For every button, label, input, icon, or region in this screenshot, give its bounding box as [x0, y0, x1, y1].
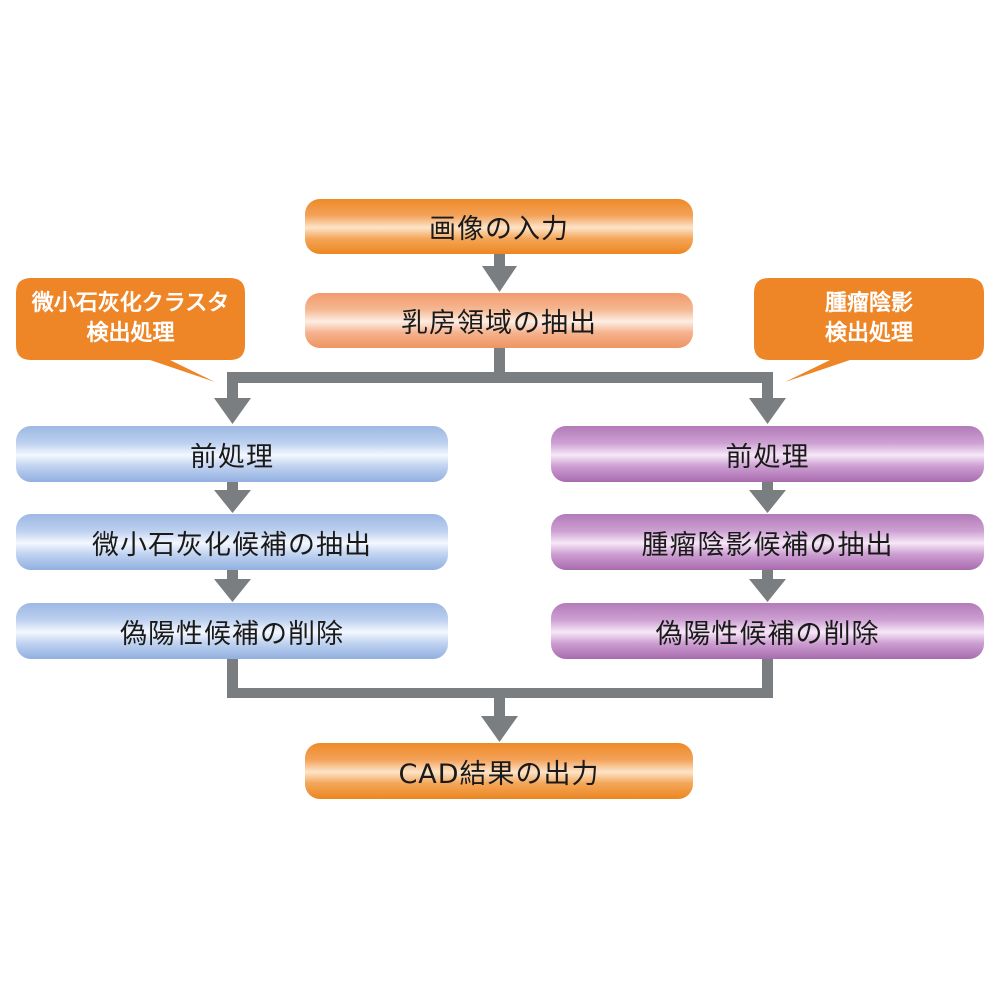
- left-step-candidate-extraction-label: 微小石灰化候補の抽出: [92, 529, 372, 561]
- step-image-input: 画像の入力: [305, 199, 693, 254]
- callout-right-shape: [754, 278, 984, 382]
- right-step-preprocessing-label: 前処理: [725, 441, 810, 473]
- callout-left-shape: [16, 278, 245, 382]
- callout-left: 微小石灰化クラスタ 検出処理: [16, 280, 245, 358]
- arrow-head-left-2: [214, 579, 251, 602]
- step-cad-output: CAD結果の出力: [305, 743, 693, 799]
- callout-right: 腫瘤陰影 検出処理: [754, 280, 984, 358]
- arrow-head-output: [481, 716, 518, 742]
- arrow-head-left-branch: [214, 398, 251, 424]
- left-step-preprocessing: 前処理: [16, 426, 448, 482]
- left-step-candidate-extraction: 微小石灰化候補の抽出: [16, 514, 448, 570]
- callout-right-line-1: 腫瘤陰影: [824, 291, 913, 316]
- step-cad-output-label: CAD結果の出力: [398, 758, 600, 790]
- right-step-false-positive-removal: 偽陽性候補の削除: [551, 603, 984, 659]
- connector-merge-left: [227, 659, 238, 698]
- arrow-head-input: [482, 266, 517, 292]
- connector-merge-bar: [227, 688, 773, 698]
- step-breast-region-extraction-label: 乳房領域の抽出: [401, 308, 597, 339]
- arrow-head-right-1: [749, 490, 786, 513]
- callout-right-line-2: 検出処理: [824, 321, 913, 346]
- callout-left-line-2: 検出処理: [86, 321, 175, 346]
- connector-right-1-stem: [762, 482, 773, 492]
- connector-left-drop: [227, 372, 238, 400]
- connector-left-1-stem: [227, 482, 238, 492]
- connector-merge-stem: [494, 698, 505, 718]
- connector-input-stem: [494, 254, 505, 268]
- connector-left-2-stem: [227, 570, 238, 580]
- arrow-head-right-branch: [749, 398, 786, 424]
- step-breast-region-extraction: 乳房領域の抽出: [305, 293, 693, 348]
- left-step-false-positive-removal-label: 偽陽性候補の削除: [120, 618, 344, 650]
- left-step-false-positive-removal: 偽陽性候補の削除: [16, 603, 448, 659]
- step-image-input-label: 画像の入力: [429, 214, 569, 245]
- connector-split-stem: [494, 348, 505, 378]
- arrow-head-left-1: [214, 490, 251, 513]
- connector-split-bar: [227, 372, 773, 383]
- connector-merge-right: [762, 659, 773, 698]
- callout-left-line-1: 微小石灰化クラスタ: [31, 291, 230, 316]
- left-step-preprocessing-label: 前処理: [190, 441, 274, 473]
- arrow-head-right-2: [749, 579, 786, 602]
- right-step-preprocessing: 前処理: [551, 426, 984, 482]
- right-step-candidate-extraction-label: 腫瘤陰影候補の抽出: [641, 529, 894, 561]
- connector-right-drop: [762, 372, 773, 400]
- connector-right-2-stem: [762, 570, 773, 580]
- right-step-false-positive-removal-label: 偽陽性候補の削除: [655, 618, 880, 650]
- right-step-candidate-extraction: 腫瘤陰影候補の抽出: [551, 514, 984, 570]
